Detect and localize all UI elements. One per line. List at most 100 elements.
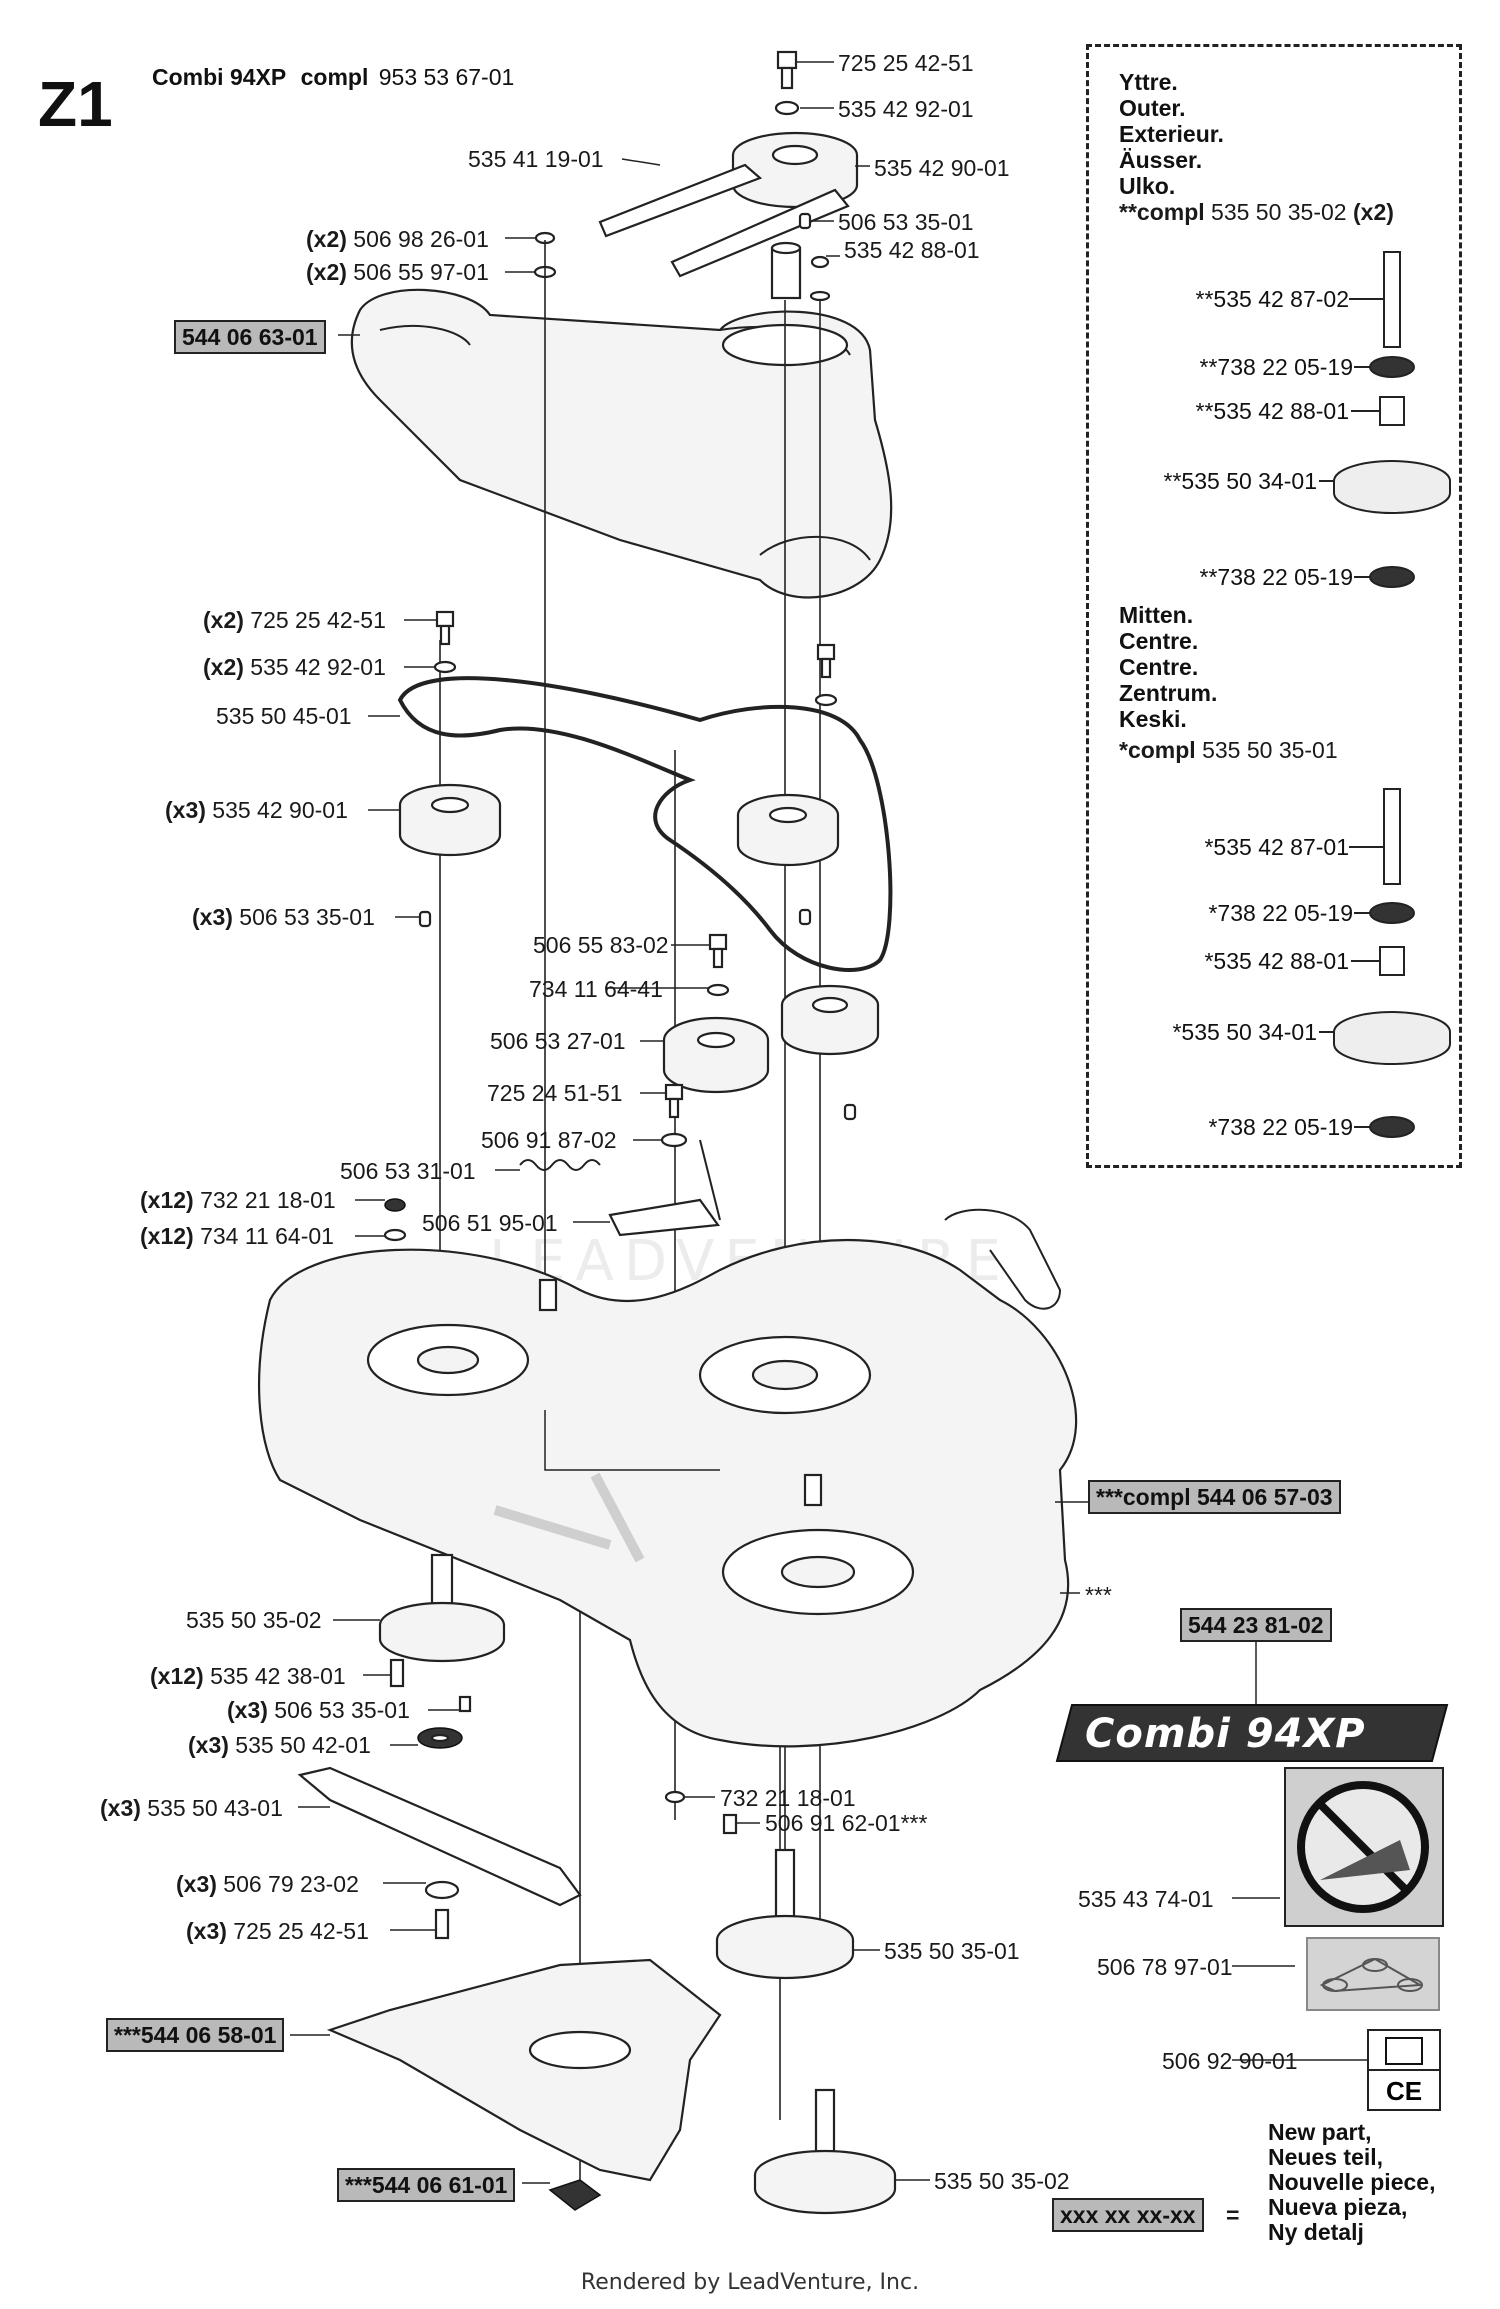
- part-label: 506 51 95-01: [422, 1210, 558, 1236]
- top-cover: [350, 288, 893, 599]
- leader-lines: [290, 61, 1368, 2184]
- outer-part-label: **535 42 87-02: [1195, 286, 1349, 312]
- knob-label: ***544 06 61-01: [337, 2168, 516, 2202]
- part-label: 506 53 31-01: [340, 1158, 476, 1184]
- knob: [548, 2179, 602, 2211]
- bottom-spindle: [753, 2088, 897, 2215]
- model-title: Combi 94XP compl 953 53 67-01: [152, 64, 514, 90]
- bearing: [417, 1727, 463, 1749]
- deck-compl-label: ***compl 544 06 57-03: [1088, 1480, 1341, 1514]
- key-pin: [798, 212, 812, 230]
- centre-compl: *compl 535 50 35-01: [1119, 737, 1338, 763]
- cover-label: 544 06 63-01: [174, 320, 326, 354]
- spindle-detail-panel: Yttre.Outer. Exterieur.Äusser. Ulko. **c…: [1086, 44, 1462, 1168]
- legend-equals: =: [1226, 2202, 1240, 2228]
- part-label: (x3) 535 50 42-01: [188, 1732, 371, 1758]
- new-part-legend: New part, Neues teil, Nouvelle piece, Nu…: [1268, 2119, 1436, 2245]
- part-label: (x3) 506 53 35-01: [192, 904, 375, 930]
- top-bolt: [776, 50, 798, 90]
- main-belt: [397, 676, 893, 972]
- part-label: 535 50 35-01: [884, 1938, 1020, 1964]
- guard-label: ***544 06 58-01: [106, 2018, 285, 2052]
- part-label: (x3) 535 50 43-01: [100, 1795, 283, 1821]
- ce-decal: CE: [1367, 2029, 1441, 2111]
- part-label: (x12) 535 42 38-01: [150, 1663, 346, 1689]
- warning-decal: [1284, 1767, 1444, 1927]
- bolts-middle: [418, 610, 857, 1148]
- part-label: (x3) 725 25 42-51: [186, 1918, 369, 1944]
- part-label: 535 42 90-01: [874, 155, 1010, 181]
- part-label: ***: [1085, 1582, 1112, 1608]
- part-label: (x2) 506 98 26-01: [306, 226, 489, 252]
- top-washer: [774, 100, 800, 116]
- ce-mark: CE: [1386, 2076, 1422, 2106]
- outer-part-label: **738 22 05-19: [1199, 564, 1353, 590]
- bottom-guard: [326, 1958, 722, 2182]
- outer-part-label: **535 42 88-01: [1195, 398, 1349, 424]
- decal-badge: [1055, 1704, 1449, 1762]
- legend-box-label: xxx xx xx-xx: [1052, 2198, 1204, 2232]
- blade-washer: [424, 1880, 460, 1900]
- outer-compl: **compl 535 50 35-02 (x2): [1119, 199, 1394, 225]
- centre-part-label: *535 42 88-01: [1204, 948, 1349, 974]
- centre-part-label: *535 42 87-01: [1204, 834, 1349, 860]
- short-belt: [598, 163, 850, 278]
- middle-pulley: [736, 793, 840, 867]
- part-label: 506 78 97-01: [1097, 1954, 1233, 1980]
- part-label: 734 11 64-41: [529, 976, 663, 1002]
- part-label: (x12) 734 11 64-01: [140, 1223, 334, 1249]
- left-spindle: [378, 1553, 506, 1663]
- zone-code: Z1: [38, 68, 113, 140]
- spacer: [770, 241, 802, 300]
- part-label: 732 21 18-01: [720, 1785, 856, 1811]
- cutter-deck: [258, 1239, 1078, 1748]
- left-pulley: [398, 783, 502, 857]
- centre-part-label: *738 22 05-19: [1208, 1114, 1353, 1140]
- part-label: (x2) 725 25 42-51: [203, 607, 386, 633]
- model-decal: Combi 94XP: [1057, 1705, 1447, 1761]
- washers-left: [383, 1198, 407, 1242]
- centre-part-label: *535 50 34-01: [1172, 1019, 1317, 1045]
- small-screw: [533, 231, 831, 302]
- centre-part-label: *738 22 05-19: [1208, 900, 1353, 926]
- outer-words: Yttre.Outer. Exterieur.Äusser. Ulko.: [1119, 69, 1224, 199]
- idler-pulley: [662, 1016, 770, 1094]
- model-decal-text: Combi 94XP: [1085, 1711, 1366, 1757]
- part-label: (x2) 506 55 97-01: [306, 259, 489, 285]
- part-label: (x3) 535 42 90-01: [165, 797, 348, 823]
- part-label: 535 50 45-01: [216, 703, 352, 729]
- key: [458, 1695, 472, 1713]
- part-label: 725 25 42-51: [838, 50, 974, 76]
- part-label: 506 92 90-01: [1162, 2048, 1298, 2074]
- outer-part-label: **738 22 05-19: [1199, 354, 1353, 380]
- part-label: (x3) 506 53 35-01: [227, 1697, 410, 1723]
- part-label: (x3) 506 79 23-02: [176, 1871, 359, 1897]
- part-label: 506 53 27-01: [490, 1028, 626, 1054]
- blade-bolt: [434, 1908, 450, 1940]
- compl-number: 953 53 67-01: [378, 64, 515, 90]
- model-name: Combi 94XP: [152, 64, 287, 90]
- part-label: 725 24 51-51: [487, 1080, 623, 1106]
- center-spindle: [715, 1848, 855, 1980]
- top-pulley: [731, 131, 859, 209]
- part-label: 535 41 19-01: [468, 146, 604, 172]
- part-label: (x12) 732 21 18-01: [140, 1187, 336, 1213]
- compl-word: compl: [300, 64, 369, 90]
- part-label: 535 43 74-01: [1078, 1886, 1214, 1912]
- part-label: 506 53 35-01: [838, 209, 974, 235]
- spindle-detail-art: [1319, 251, 1451, 1138]
- part-label: 535 50 35-02: [186, 1607, 322, 1633]
- part-label: 506 55 83-02: [533, 932, 669, 958]
- outer-part-label: **535 50 34-01: [1163, 468, 1317, 494]
- belt-decal: [1306, 1937, 1440, 2011]
- right-pulley: [780, 984, 880, 1056]
- centre-words: Mitten.Centre. Centre.Zentrum. Keski.: [1119, 602, 1218, 732]
- part-label: 535 42 92-01: [838, 96, 974, 122]
- blade: [297, 1766, 582, 1907]
- part-label: 535 50 35-02: [934, 2168, 1070, 2194]
- part-label: 506 91 62-01***: [765, 1810, 928, 1836]
- tension-arm: [519, 1139, 721, 1237]
- footer-credit: Rendered by LeadVenture, Inc.: [580, 2270, 920, 2295]
- part-label: (x2) 535 42 92-01: [203, 654, 386, 680]
